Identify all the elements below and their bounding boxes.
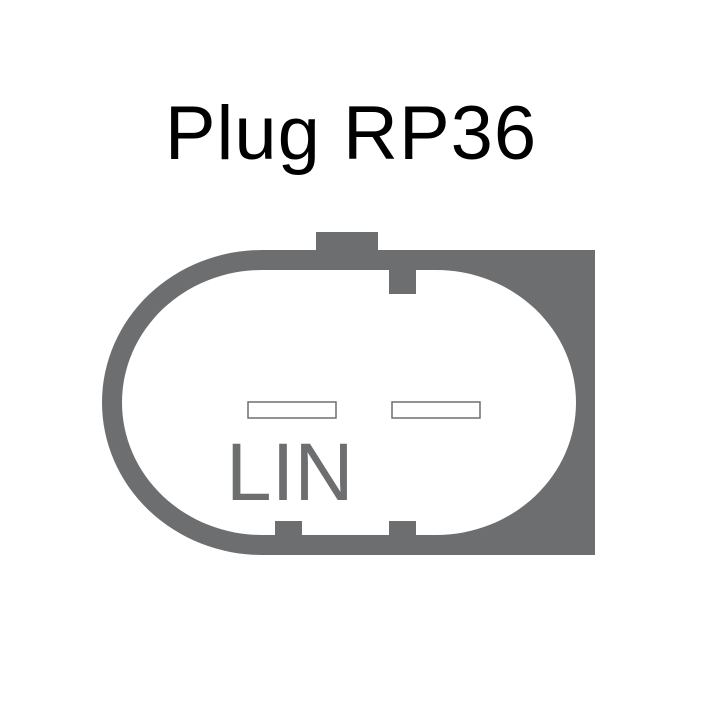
pin-slot-right bbox=[391, 401, 481, 419]
pin-slot-left bbox=[247, 401, 337, 419]
housing-outer bbox=[102, 232, 596, 555]
page-title: Plug RP36 bbox=[164, 91, 538, 176]
pin-label-lin: LIN bbox=[226, 427, 354, 518]
connector-housing bbox=[102, 232, 596, 555]
